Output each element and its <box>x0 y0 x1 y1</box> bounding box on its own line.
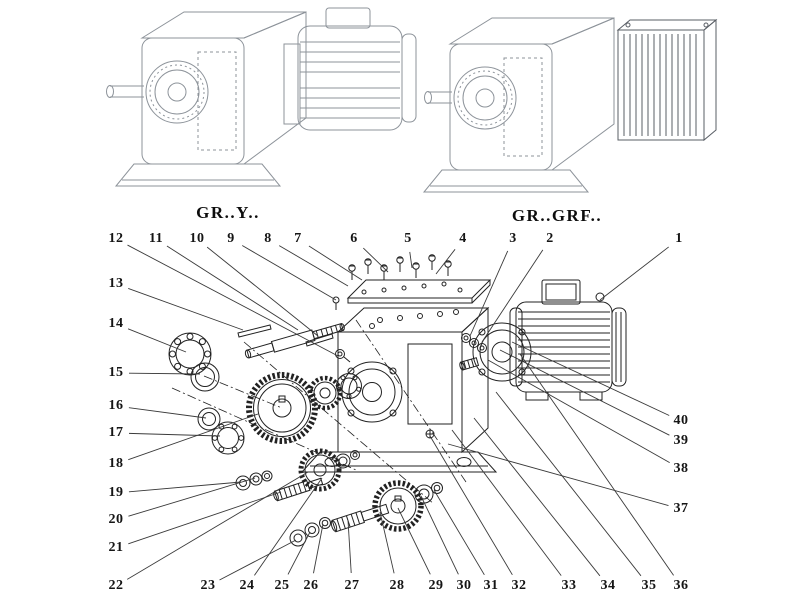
leader-line-5 <box>409 251 413 269</box>
callout-7: 7 <box>293 231 303 246</box>
leader-line-31 <box>433 489 485 576</box>
output-shaft-cluster <box>289 480 443 547</box>
callout-34: 34 <box>599 578 617 593</box>
callout-5: 5 <box>403 231 413 246</box>
assembled-view-gr-y <box>106 7 417 187</box>
leader-line-39 <box>499 349 670 436</box>
callout-29: 29 <box>427 578 445 593</box>
motor-assembly <box>459 279 627 401</box>
leader-line-36 <box>519 353 674 576</box>
leader-line-33 <box>451 429 562 576</box>
callout-14: 14 <box>107 316 125 331</box>
leader-line-25 <box>287 531 311 575</box>
leader-line-2 <box>481 249 544 343</box>
leader-line-37 <box>447 443 669 506</box>
callout-17: 17 <box>107 425 125 440</box>
callout-35: 35 <box>640 578 658 593</box>
leader-line-27 <box>347 519 352 574</box>
leader-line-21 <box>128 491 282 545</box>
leader-line-11 <box>166 245 299 331</box>
leader-line-6 <box>363 247 389 273</box>
callout-4: 4 <box>458 231 468 246</box>
variant-label-gr-y: GR..Y.. <box>196 203 260 222</box>
callout-39: 39 <box>672 433 690 448</box>
callout-25: 25 <box>273 578 291 593</box>
leader-line-24 <box>254 477 323 576</box>
leader-line-30 <box>420 495 459 575</box>
cover-bolts <box>332 254 452 363</box>
leader-line-19 <box>128 481 242 493</box>
exploded-view <box>168 254 627 547</box>
leader-line-3 <box>469 250 509 337</box>
callout-23: 23 <box>199 578 217 593</box>
leader-line-17 <box>128 432 221 437</box>
leader-line-22 <box>126 471 309 580</box>
callout-21: 21 <box>107 540 125 555</box>
input-shaft-assembly <box>168 323 362 455</box>
leader-line-28 <box>379 511 395 574</box>
callout-19: 19 <box>107 485 125 500</box>
callout-18: 18 <box>107 456 125 471</box>
leader-line-15 <box>128 372 201 375</box>
callout-2: 2 <box>545 231 555 246</box>
assembled-view-gr-grf <box>422 17 718 193</box>
callout-3: 3 <box>508 231 518 246</box>
leader-line-7 <box>308 245 363 281</box>
top-cover <box>346 279 492 304</box>
callout-31: 31 <box>482 578 500 593</box>
callout-13: 13 <box>107 276 125 291</box>
callout-36: 36 <box>672 578 690 593</box>
leader-line-40 <box>511 341 670 416</box>
callout-12: 12 <box>107 231 125 246</box>
callout-30: 30 <box>455 578 473 593</box>
leader-line-10 <box>206 246 319 337</box>
leader-line-14 <box>127 328 187 353</box>
leader-line-32 <box>429 435 513 576</box>
leader-line-26 <box>313 523 324 574</box>
leader-line-38 <box>487 359 670 463</box>
callout-8: 8 <box>263 231 273 246</box>
leader-line-9 <box>242 245 337 301</box>
leader-line-18 <box>128 413 259 461</box>
callout-38: 38 <box>672 461 690 476</box>
leader-line-12 <box>127 244 339 357</box>
callout-15: 15 <box>107 365 125 380</box>
callout-10: 10 <box>188 231 206 246</box>
leader-line-34 <box>473 417 601 577</box>
callout-20: 20 <box>107 512 125 527</box>
leader-line-29 <box>397 507 431 575</box>
leader-line-8 <box>278 245 349 287</box>
callout-9: 9 <box>226 231 236 246</box>
leader-line-35 <box>495 391 642 577</box>
callout-32: 32 <box>510 578 528 593</box>
gear-housing <box>300 306 498 473</box>
callout-28: 28 <box>388 578 406 593</box>
callout-24: 24 <box>238 578 256 593</box>
callout-37: 37 <box>672 501 690 516</box>
leader-line-4 <box>435 249 456 275</box>
leader-line-20 <box>128 477 256 517</box>
callout-11: 11 <box>147 231 165 246</box>
leader-line-16 <box>128 407 207 419</box>
leader-line-1 <box>599 246 669 301</box>
callout-1: 1 <box>674 231 684 246</box>
callout-27: 27 <box>343 578 361 593</box>
leader-line-13 <box>128 288 244 331</box>
leader-line-23 <box>219 539 297 581</box>
variant-label-gr-grf: GR..GRF.. <box>511 206 603 225</box>
callout-26: 26 <box>302 578 320 593</box>
callout-33: 33 <box>560 578 578 593</box>
callout-40: 40 <box>672 413 690 428</box>
callout-6: 6 <box>349 231 359 246</box>
callout-16: 16 <box>107 398 125 413</box>
construction-lines <box>171 319 467 505</box>
callout-22: 22 <box>107 578 125 593</box>
intermediate-shaft-cluster <box>235 448 360 502</box>
